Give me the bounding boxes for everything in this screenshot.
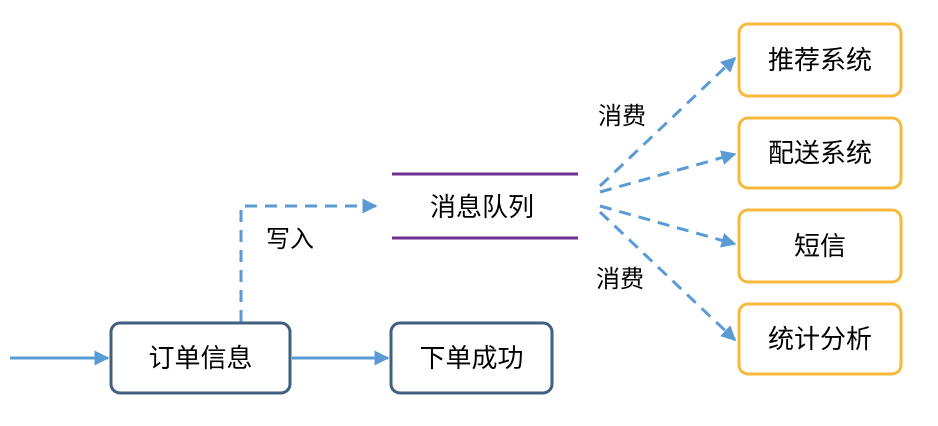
queue-to-delivery-arrow: [599, 150, 737, 194]
edge-label-consume-top: 消费: [598, 102, 646, 130]
node-delivery-system-label: 配送系统: [768, 139, 872, 169]
node-recommend-system: 推荐系统: [737, 22, 903, 98]
edge-label-consume-bottom: 消费: [596, 265, 644, 293]
message-queue-label: 消息队列: [430, 193, 534, 223]
node-order-success-label: 下单成功: [419, 344, 523, 374]
queue-to-sms-arrow: [599, 204, 737, 248]
node-recommend-system-label: 推荐系统: [768, 46, 872, 76]
node-sms: 短信: [737, 208, 903, 284]
queue-to-recommend-arrow: [598, 56, 737, 188]
queue-to-statistics-arrow: [598, 210, 737, 342]
node-sms-label: 短信: [794, 232, 846, 262]
message-queue: 消息队列: [392, 172, 578, 240]
node-order-info: 订单信息: [109, 321, 292, 395]
write-to-queue-arrow: [239, 198, 378, 322]
connectors: [10, 56, 737, 366]
node-order-info-label: 订单信息: [148, 344, 252, 374]
edge-label-write: 写入: [266, 225, 314, 253]
node-statistics-label: 统计分析: [768, 325, 872, 355]
node-order-success: 下单成功: [389, 321, 554, 395]
node-statistics: 统计分析: [737, 302, 903, 376]
node-delivery-system: 配送系统: [737, 116, 903, 190]
